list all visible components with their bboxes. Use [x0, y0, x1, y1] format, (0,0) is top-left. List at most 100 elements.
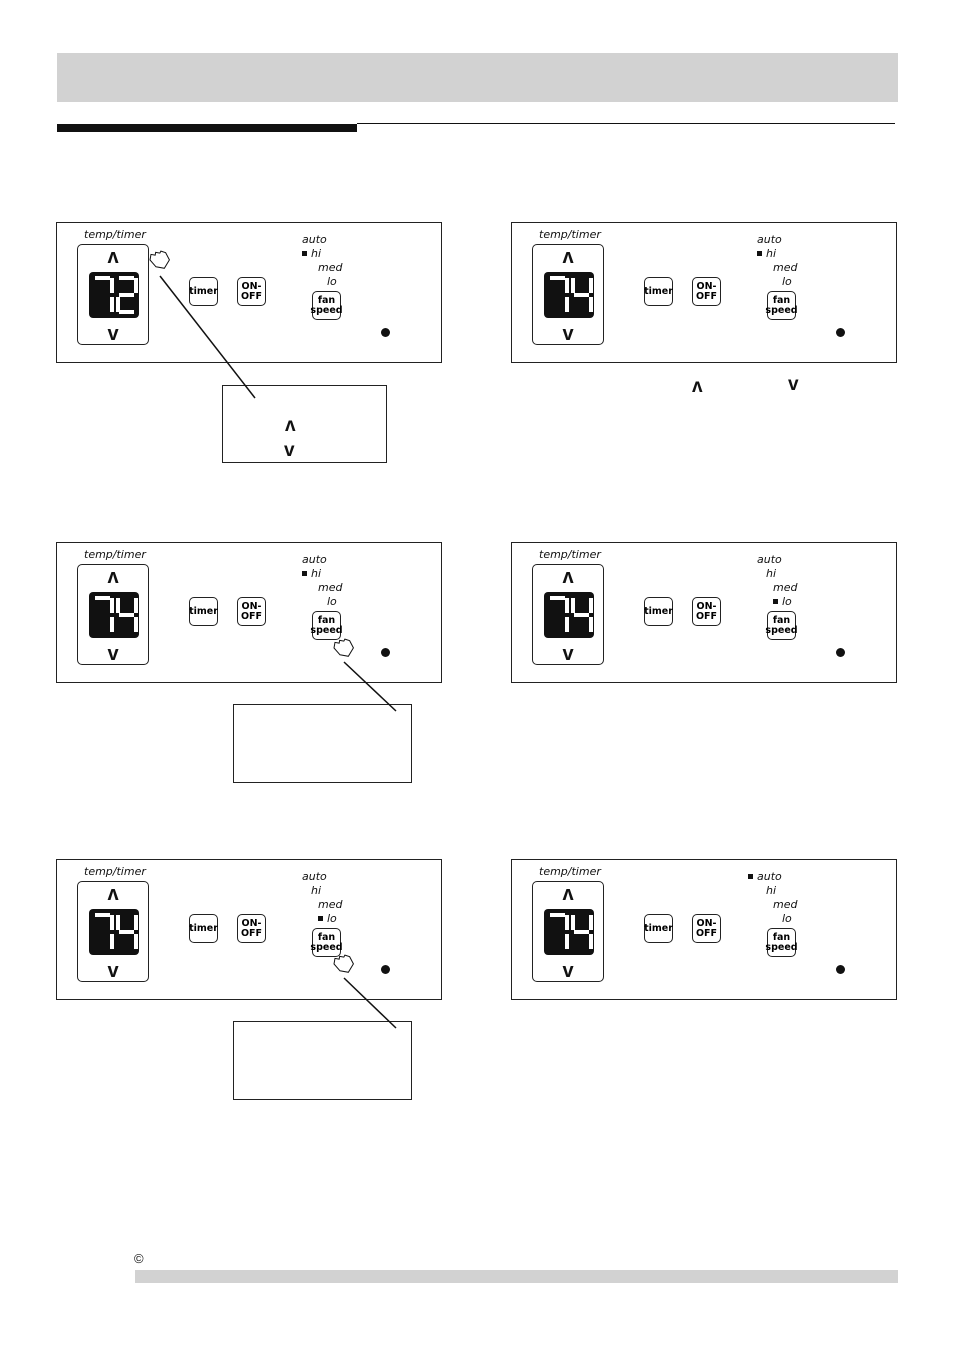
temperature-display [89, 592, 139, 638]
on-off-button[interactable]: ON- OFF [692, 277, 721, 306]
temp-down-button[interactable]: v [562, 643, 574, 665]
power-indicator-led [836, 328, 845, 337]
on-off-button[interactable]: ON- OFF [237, 914, 266, 943]
speed-label-auto: auto [302, 870, 327, 883]
temp-timer-box: ʌ v [77, 244, 149, 345]
header-bar [57, 53, 898, 102]
temp-up-button[interactable]: ʌ [107, 566, 119, 588]
callout-fan-speed-1 [233, 704, 412, 783]
temp-timer-box: ʌ v [532, 881, 604, 982]
segment-c [110, 297, 114, 312]
fan-speed-button[interactable]: fan speed [310, 291, 343, 320]
timer-button[interactable]: timer [189, 277, 218, 306]
seven-segment-digits [95, 596, 138, 632]
speed-label-auto: auto [302, 553, 327, 566]
power-indicator-led [381, 648, 390, 657]
temperature-display [544, 272, 594, 318]
speed-indicator-lo [318, 916, 323, 921]
speed-label-hi: hi [766, 567, 777, 580]
speed-label-hi: hi [766, 884, 777, 897]
speed-indicator-hi [757, 251, 762, 256]
timer-button[interactable]: timer [644, 597, 673, 626]
control-panel-p6: temp/timer ʌ v timer ON- OFF auto hi med… [511, 859, 897, 1000]
temp-timer-label: temp/timer [539, 865, 601, 878]
speed-label-lo: lo [782, 912, 792, 925]
temp-up-button[interactable]: ʌ [562, 883, 574, 905]
callout-up-arrow: ʌ [285, 415, 296, 436]
segment-a [119, 276, 134, 280]
timer-button[interactable]: timer [189, 914, 218, 943]
segment-a [95, 596, 110, 600]
seven-segment-digits [550, 276, 593, 312]
segment-a [95, 913, 110, 917]
callout-down-arrow: v [284, 440, 295, 461]
speed-indicator-hi [302, 251, 307, 256]
control-panel-p3: temp/timer ʌ v timer ON- OFF auto hi med… [56, 542, 442, 683]
digit-4 [116, 915, 138, 949]
timer-button[interactable]: timer [644, 277, 673, 306]
on-off-button[interactable]: ON- OFF [692, 597, 721, 626]
segment-c [565, 934, 569, 949]
timer-button[interactable]: timer [189, 597, 218, 626]
digit-2 [116, 276, 138, 314]
on-off-button[interactable]: ON- OFF [692, 914, 721, 943]
segment-b [134, 915, 138, 930]
segment-b [565, 915, 569, 930]
temp-timer-box: ʌ v [77, 564, 149, 665]
control-panel-p5: temp/timer ʌ v timer ON- OFF auto hi med… [56, 859, 442, 1000]
power-indicator-led [381, 965, 390, 974]
temp-down-button[interactable]: v [107, 643, 119, 665]
fan-speed-button[interactable]: fan speed [765, 291, 798, 320]
speed-indicator-hi [302, 571, 307, 576]
temp-down-button[interactable]: v [107, 960, 119, 982]
timer-button[interactable]: timer [644, 914, 673, 943]
temp-down-button[interactable]: v [562, 323, 574, 345]
temp-timer-box: ʌ v [77, 881, 149, 982]
segment-c [565, 617, 569, 632]
segment-c [110, 617, 114, 632]
segment-a [550, 913, 565, 917]
temp-up-button[interactable]: ʌ [562, 246, 574, 268]
control-panel-p2: temp/timer ʌ v timer ON- OFF auto hi med… [511, 222, 897, 363]
on-off-button[interactable]: ON- OFF [237, 597, 266, 626]
segment-f [571, 915, 575, 930]
footer-bar [135, 1270, 898, 1283]
segment-b [565, 278, 569, 293]
segment-c [589, 934, 593, 949]
section-rule-thin [357, 123, 895, 124]
fan-speed-button[interactable]: fan speed [310, 611, 343, 640]
segment-b [565, 598, 569, 613]
temp-timer-label: temp/timer [84, 228, 146, 241]
temperature-display [89, 909, 139, 955]
speed-label-med: med [318, 581, 343, 594]
segment-b [134, 278, 138, 293]
speed-label-hi: hi [311, 567, 322, 580]
temp-up-button[interactable]: ʌ [107, 883, 119, 905]
control-panel-p4: temp/timer ʌ v timer ON- OFF auto hi med… [511, 542, 897, 683]
digit-7 [550, 276, 569, 312]
segment-b [134, 598, 138, 613]
segment-c [134, 934, 138, 949]
digit-7 [550, 913, 569, 949]
seven-segment-digits [550, 596, 593, 632]
copyright-symbol: © [134, 1251, 144, 1266]
temp-down-button[interactable]: v [107, 323, 119, 345]
speed-label-auto: auto [757, 870, 782, 883]
temp-down-button[interactable]: v [562, 960, 574, 982]
on-off-button[interactable]: ON- OFF [237, 277, 266, 306]
segment-f [116, 598, 120, 613]
digit-7 [550, 596, 569, 632]
fan-speed-button[interactable]: fan speed [310, 928, 343, 957]
fan-speed-button[interactable]: fan speed [765, 611, 798, 640]
temperature-display [89, 272, 139, 318]
speed-label-med: med [318, 898, 343, 911]
segment-g [574, 613, 589, 617]
digit-4 [571, 598, 593, 632]
power-indicator-led [836, 965, 845, 974]
temperature-display [544, 909, 594, 955]
speed-label-lo: lo [327, 912, 337, 925]
temp-up-button[interactable]: ʌ [107, 246, 119, 268]
segment-b [110, 278, 114, 293]
temp-up-button[interactable]: ʌ [562, 566, 574, 588]
fan-speed-button[interactable]: fan speed [765, 928, 798, 957]
